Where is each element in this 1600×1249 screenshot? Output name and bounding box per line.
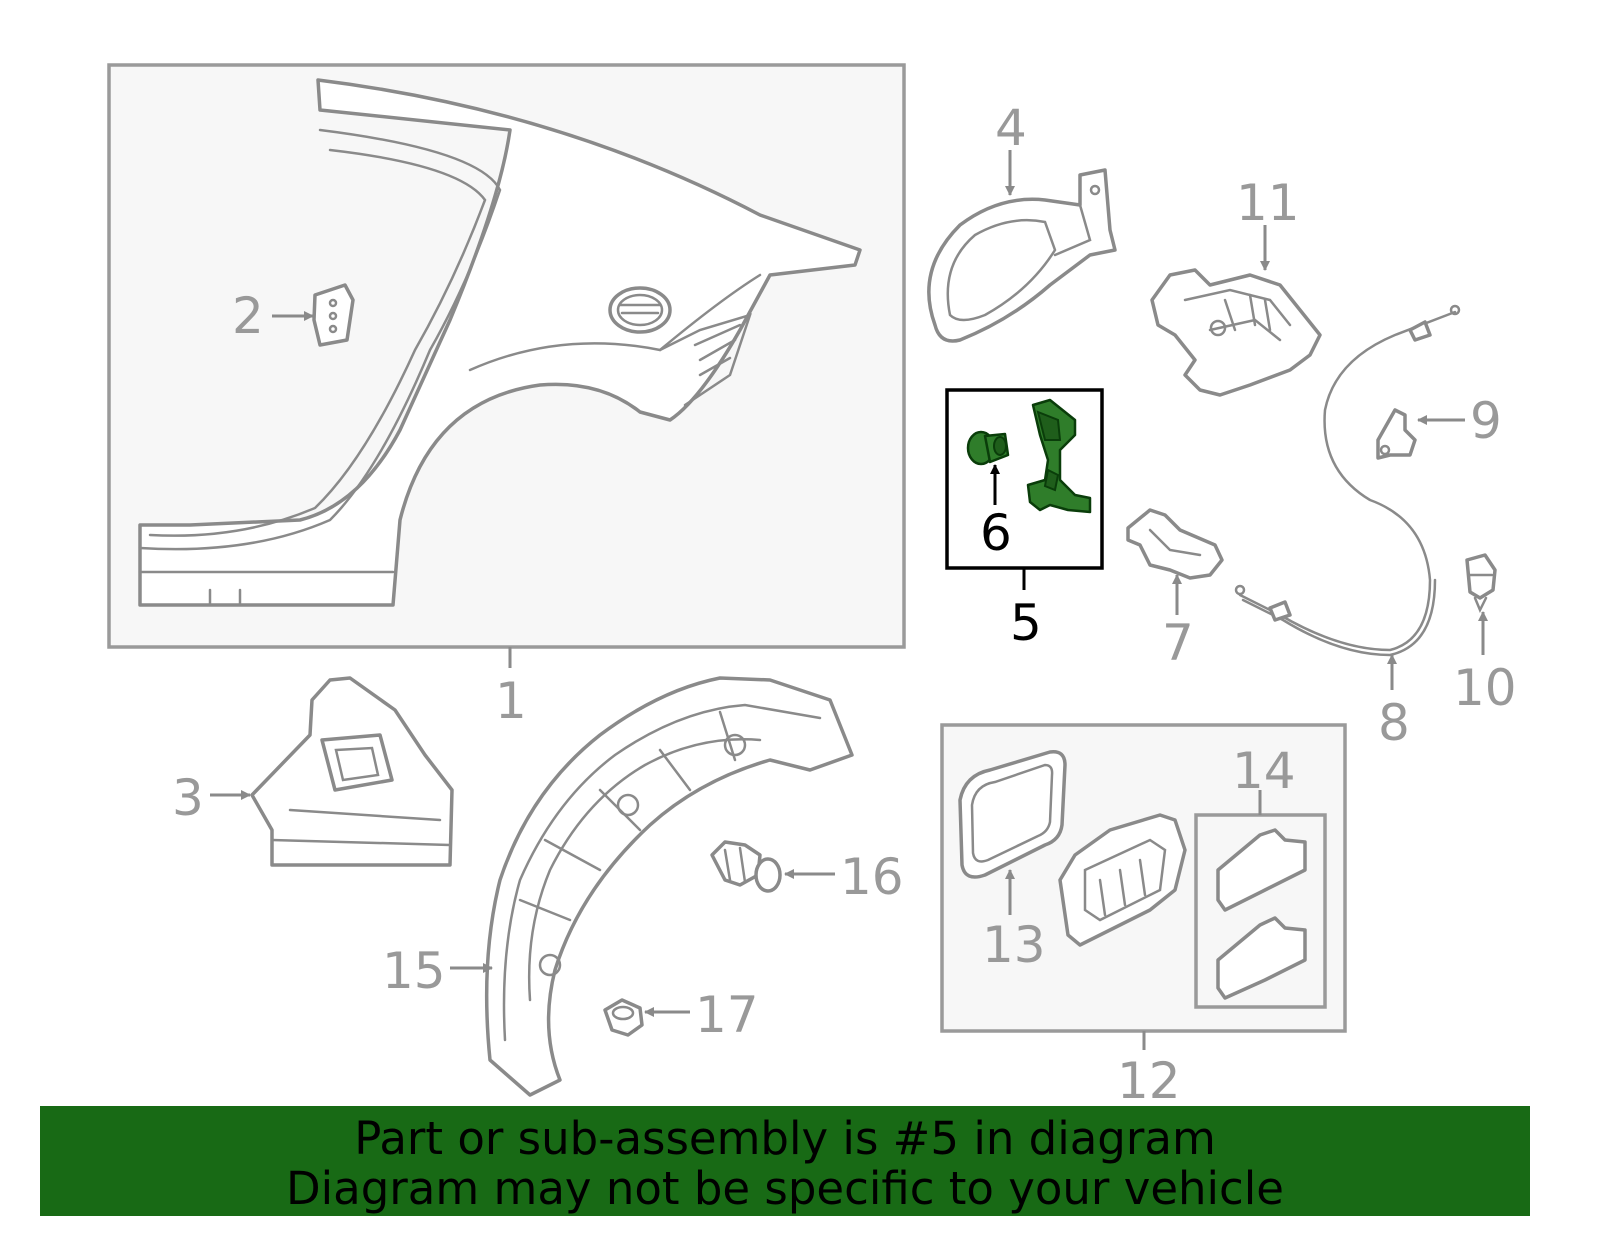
callout-3-label: 3 — [172, 769, 204, 827]
part-5-group: 6 — [945, 388, 1104, 570]
info-banner: Part or sub-assembly is #5 in diagram Di… — [40, 1106, 1530, 1216]
part-1-group: 2 — [107, 63, 906, 649]
part-13-gasket-drawing — [958, 750, 1067, 879]
callout-8-label: 8 — [1378, 694, 1410, 752]
callout-10-label: 10 — [1453, 659, 1517, 717]
part-17-nut-drawing — [603, 998, 644, 1037]
callout-2-label: 2 — [232, 287, 264, 345]
callout-15-label: 15 — [382, 942, 446, 1000]
banner-line-2: Diagram may not be specific to your vehi… — [286, 1162, 1284, 1215]
part-12-housing-drawing — [1058, 813, 1187, 947]
callout-1-label: 1 — [495, 672, 527, 730]
callout-11-label: 11 — [1236, 174, 1300, 232]
part-8-cable-drawing — [1234, 304, 1461, 657]
part-4-fuel-door-drawing — [927, 168, 1117, 343]
part-12-group: 13 14 — [940, 723, 1347, 1033]
part-14-drawing — [1216, 828, 1307, 1000]
callout-12-label: 12 — [1117, 1052, 1181, 1110]
part-6-bushing-drawing — [966, 430, 1010, 466]
callout-16-label: 16 — [840, 848, 904, 906]
callout-4-label: 4 — [995, 99, 1027, 157]
part-3-drawing — [250, 676, 454, 867]
part-10-drawing — [1465, 553, 1497, 614]
part-7-drawing — [1126, 508, 1224, 580]
part-11-drawing — [1150, 268, 1322, 397]
callout-17-label: 17 — [695, 986, 759, 1044]
callout-7-label: 7 — [1162, 614, 1194, 672]
callout-5-label: 5 — [1010, 594, 1042, 652]
part-2-clip-drawing — [312, 283, 355, 347]
banner-line-1: Part or sub-assembly is #5 in diagram — [354, 1112, 1216, 1165]
part-5-bracket-drawing — [1026, 398, 1092, 514]
quarter-panel-drawing — [138, 78, 862, 607]
part-9-drawing — [1376, 408, 1417, 460]
callout-6-label: 6 — [980, 504, 1012, 562]
callout-9-label: 9 — [1470, 392, 1502, 450]
part-16-clip-drawing — [710, 840, 782, 893]
part-5-box — [945, 388, 1104, 570]
callout-13-label: 13 — [982, 916, 1046, 974]
part-15-liner-drawing — [484, 676, 854, 1097]
callout-14-label: 14 — [1232, 742, 1296, 800]
